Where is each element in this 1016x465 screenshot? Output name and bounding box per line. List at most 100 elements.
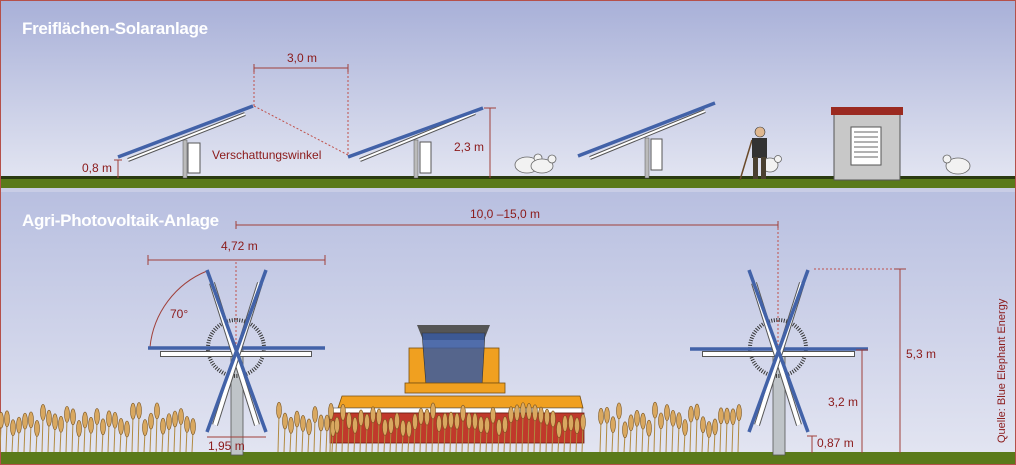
wheat-ear	[442, 412, 448, 430]
transformer-station	[831, 107, 903, 181]
wheat-ear	[568, 414, 574, 432]
top-title: Freiflächen-Solaranlage	[22, 19, 208, 38]
bottom-grass	[0, 452, 1016, 465]
wheat-ear	[616, 402, 622, 420]
wheat-ear	[64, 406, 70, 423]
wheat-ear	[364, 413, 370, 431]
wheat-ear	[124, 420, 130, 438]
wheat-ear	[340, 404, 346, 421]
wheat-ear	[52, 413, 58, 431]
tilt-angle-label: 70°	[170, 307, 188, 321]
wheat-ear	[382, 418, 388, 436]
shepherd	[739, 126, 767, 181]
wheat-ear	[58, 416, 64, 433]
wheat-ear	[294, 410, 300, 428]
wheat-ear	[370, 406, 376, 424]
wheat-ear	[550, 410, 556, 428]
solar-table-1	[117, 104, 254, 179]
wheat-ear	[394, 412, 400, 430]
wheat-ear	[472, 412, 478, 430]
wheat-ear	[580, 413, 586, 431]
wheat-ear	[712, 418, 718, 436]
wheat-ear	[34, 420, 40, 437]
wheat-ear	[40, 404, 46, 421]
panel-width-label: 4,72 m	[221, 239, 258, 253]
shading-angle-label: Verschattungswinkel	[212, 148, 321, 162]
wheat-ear	[622, 421, 628, 439]
wheat-ear	[142, 419, 148, 436]
wheat-ear	[448, 411, 454, 429]
wheat-ear	[22, 412, 28, 430]
wheat-ear	[514, 404, 520, 422]
agri-row-spacing-label: 10,0 –15,0 m	[470, 207, 540, 221]
wheat-ear	[496, 419, 502, 436]
wheat-ear	[574, 417, 580, 434]
wheat-ear	[490, 406, 496, 424]
wheat-ear	[436, 415, 442, 432]
wheat-ear	[10, 419, 16, 436]
wheat-ear	[178, 408, 184, 425]
tilt-arc	[149, 270, 208, 348]
wheat-ear	[724, 407, 730, 425]
wheat-ear	[94, 408, 100, 425]
wheat-ear	[282, 412, 288, 430]
wheat-ear	[352, 416, 358, 434]
bottom-title: Agri-Photovoltaik-Anlage	[22, 211, 219, 230]
tracker-left	[148, 269, 325, 456]
source-label: Quelle: Blue Elephant Energy	[996, 298, 1008, 443]
wheat-ear	[154, 402, 160, 420]
wheat-ear	[184, 416, 190, 433]
wheat-ear	[136, 402, 142, 419]
wheat-ear	[424, 408, 430, 426]
wheat-ear	[312, 406, 318, 423]
wheat-ear	[646, 419, 652, 437]
wheat-ear	[718, 407, 724, 425]
wheat-ear	[172, 410, 178, 428]
wheat-ear	[562, 415, 568, 432]
wheat-ear	[658, 412, 664, 430]
top-grass-edge	[0, 176, 1016, 179]
wheat-ear	[640, 412, 646, 430]
top-grass	[0, 178, 1016, 188]
solar-table-2	[347, 106, 484, 179]
wheat-ear	[466, 412, 472, 430]
wheat-ear	[400, 419, 406, 437]
wheat-ear	[676, 412, 682, 429]
wheat-ear	[160, 417, 166, 435]
wheat-ear	[0, 411, 4, 429]
wheat-ear	[346, 412, 352, 429]
wheat-ear	[46, 409, 52, 427]
wheat-ear	[670, 409, 676, 427]
wheat-ear	[604, 406, 610, 424]
clearance-label: 0,87 m	[817, 436, 854, 450]
sheep-group	[514, 153, 971, 175]
wheat-ear	[532, 404, 538, 422]
wheat-ear	[148, 412, 154, 430]
wheat-ear	[700, 416, 706, 434]
section-divider	[0, 188, 1016, 192]
wheat-ear	[88, 416, 94, 434]
wheat-ear	[520, 402, 526, 419]
wheat-ear	[16, 416, 22, 434]
wheat-ear	[460, 404, 466, 422]
wheat-ear	[412, 413, 418, 431]
wheat-ear	[544, 408, 550, 426]
wheat-ear	[664, 404, 670, 421]
wheat-ear	[112, 411, 118, 429]
wheat-ear	[130, 402, 136, 420]
wheat-ear	[324, 414, 330, 432]
wheat-ear	[418, 408, 424, 425]
wheat-ear	[538, 406, 544, 424]
wheat-ear	[388, 417, 394, 434]
wheat-ear	[634, 409, 640, 427]
wheat-ear	[652, 401, 658, 419]
wheat-ear	[300, 415, 306, 432]
wheat-ear	[598, 407, 604, 425]
wheat-ear	[484, 416, 490, 434]
wheat-ear	[688, 405, 694, 423]
wheat-ear	[358, 409, 364, 427]
bottom-width-label: 1,95 m	[208, 439, 245, 453]
wheat-ear	[478, 416, 484, 434]
lower-edge-label: 0,8 m	[82, 161, 112, 175]
wheat-ear	[118, 418, 124, 435]
